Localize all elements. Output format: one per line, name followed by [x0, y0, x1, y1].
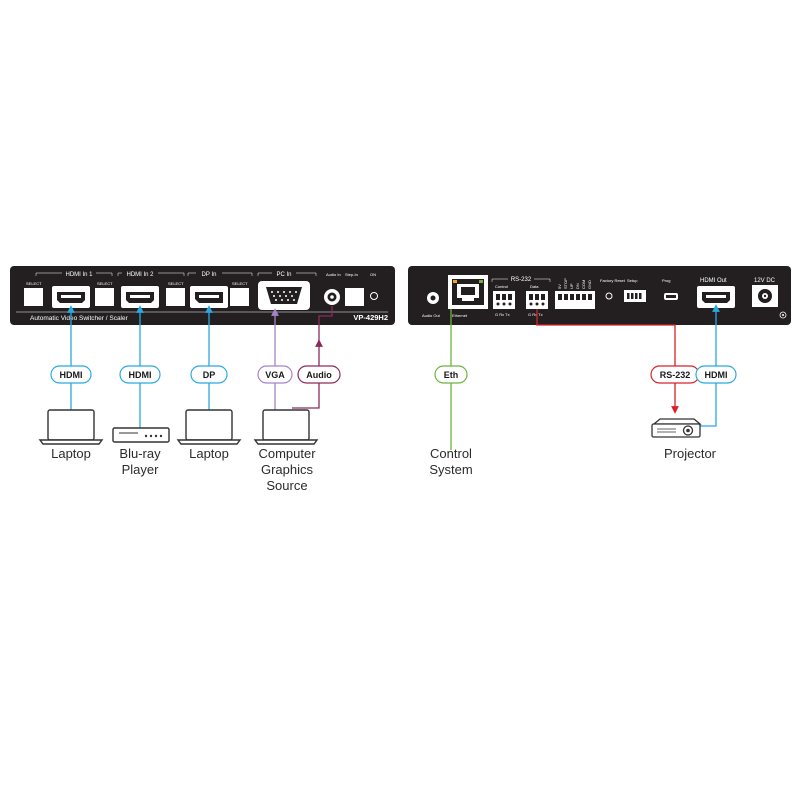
switcher-front-panel: HDMI In 1 HDMI In 2 DP In PC In Audio In…	[10, 266, 395, 325]
tag-hdmi-1-text: HDMI	[60, 370, 83, 380]
control-pins-label: G Rx Tx	[495, 312, 510, 317]
select-button-hdmi-1[interactable]	[24, 288, 43, 306]
tag-hdmi-2-text: HDMI	[129, 370, 152, 380]
ethernet-label: Ethernet	[452, 313, 468, 318]
power-jack-icon	[752, 285, 778, 307]
tag-hdmi-out	[695, 365, 737, 384]
gpio-label-5v: 5V	[557, 284, 562, 289]
polarity-symbol-icon	[779, 311, 787, 319]
rs232-label: RS-232	[511, 277, 532, 283]
bluray-caption-line-1: Blu-ray	[119, 446, 161, 461]
data-terminal-block-icon	[526, 291, 548, 309]
computer-caption-line-3: Source	[266, 478, 307, 493]
select-label-4: SELECT	[232, 281, 248, 286]
gpio-label-stop: STOP	[563, 278, 568, 289]
tag-audio-text: Audio	[306, 370, 332, 380]
prog-usb-port-icon	[664, 293, 678, 300]
select-label-2: SELECT	[97, 281, 113, 286]
tag-dp-text: DP	[203, 370, 216, 380]
audio-in-jack-icon	[324, 289, 340, 305]
on-label: ON	[370, 272, 376, 277]
gpio-label-dn: DN	[575, 283, 580, 289]
model-description: Automatic Video Switcher / Scaler	[30, 315, 129, 322]
tag-vga-text: VGA	[265, 370, 285, 380]
bluray-player-icon	[112, 427, 170, 443]
step-in-label: Step-In	[345, 272, 358, 277]
control-system-caption-line-1: Control	[430, 446, 472, 461]
model-name: VP-429H2	[353, 313, 388, 322]
hdmi-in-1-port-icon	[52, 286, 90, 308]
select-button-dp[interactable]	[166, 288, 185, 306]
gpio-terminal-block-icon	[555, 291, 595, 309]
computer-caption-line-2: Graphics	[261, 462, 314, 477]
select-label-1: SELECT	[26, 281, 42, 286]
ethernet-port-icon	[448, 275, 488, 309]
laptop-2-caption: Laptop	[189, 446, 229, 461]
gpio-label-gnd: GND	[587, 280, 592, 289]
setup-label: Setup	[627, 278, 638, 283]
select-label-3: SELECT	[168, 281, 184, 286]
vga-port-icon	[258, 281, 310, 310]
tag-rs232-text: RS-232	[660, 370, 691, 380]
data-pins-label: G Rx Tx	[528, 312, 543, 317]
hdmi-in-1-label: HDMI In 1	[65, 272, 93, 278]
projector-caption: Projector	[664, 446, 717, 461]
tag-eth-text: Eth	[444, 370, 459, 380]
laptop-icon	[38, 409, 104, 445]
pc-in-label: PC In	[276, 272, 291, 278]
tag-dp	[190, 365, 228, 384]
computer-caption-line-1: Computer	[258, 446, 316, 461]
gpio-label-com: COM	[581, 280, 586, 289]
factory-reset-button[interactable]	[605, 292, 613, 300]
hdmi-out-port-icon	[697, 286, 735, 308]
select-button-pc[interactable]	[230, 288, 249, 306]
tag-hdmi-1	[50, 365, 92, 384]
factory-reset-label: Factory Reset	[600, 278, 626, 283]
dp-in-port-icon	[190, 286, 228, 308]
switcher-rear-panel: Audio Out Ethernet RS-232 Control Data G…	[408, 266, 791, 325]
laptop-icon	[176, 409, 242, 445]
setup-dip-switch-icon[interactable]	[624, 290, 646, 302]
audio-out-label: Audio Out	[422, 313, 441, 318]
projector-icon	[651, 418, 702, 438]
tag-eth	[434, 365, 468, 384]
computer-icon	[253, 409, 319, 445]
tag-hdmi-out-text: HDMI	[705, 370, 728, 380]
tag-hdmi-2	[119, 365, 161, 384]
on-led-icon	[370, 292, 378, 300]
prog-label: Prog	[662, 278, 670, 283]
bluray-caption-line-2: Player	[122, 462, 160, 477]
tag-vga	[257, 365, 293, 384]
hdmi-in-2-label: HDMI In 2	[126, 272, 154, 278]
laptop-1-caption: Laptop	[51, 446, 91, 461]
step-in-button[interactable]	[345, 288, 364, 306]
dp-in-label: DP In	[202, 272, 217, 278]
audio-in-label: Audio In	[326, 272, 341, 277]
hdmi-out-label: HDMI Out	[700, 278, 727, 284]
control-system-caption-line-2: System	[429, 462, 472, 477]
data-label: Data	[530, 284, 539, 289]
power-label: 12V DC	[754, 278, 776, 284]
gpio-label-up: UP	[569, 283, 574, 289]
control-terminal-block-icon	[493, 291, 515, 309]
tag-audio	[297, 365, 341, 384]
control-label: Control	[495, 284, 508, 289]
select-button-hdmi-2[interactable]	[95, 288, 114, 306]
hdmi-in-2-port-icon	[121, 286, 159, 308]
cable-tags: HDMI HDMI DP VGA Audio Eth RS-232 HDMI	[50, 365, 737, 384]
